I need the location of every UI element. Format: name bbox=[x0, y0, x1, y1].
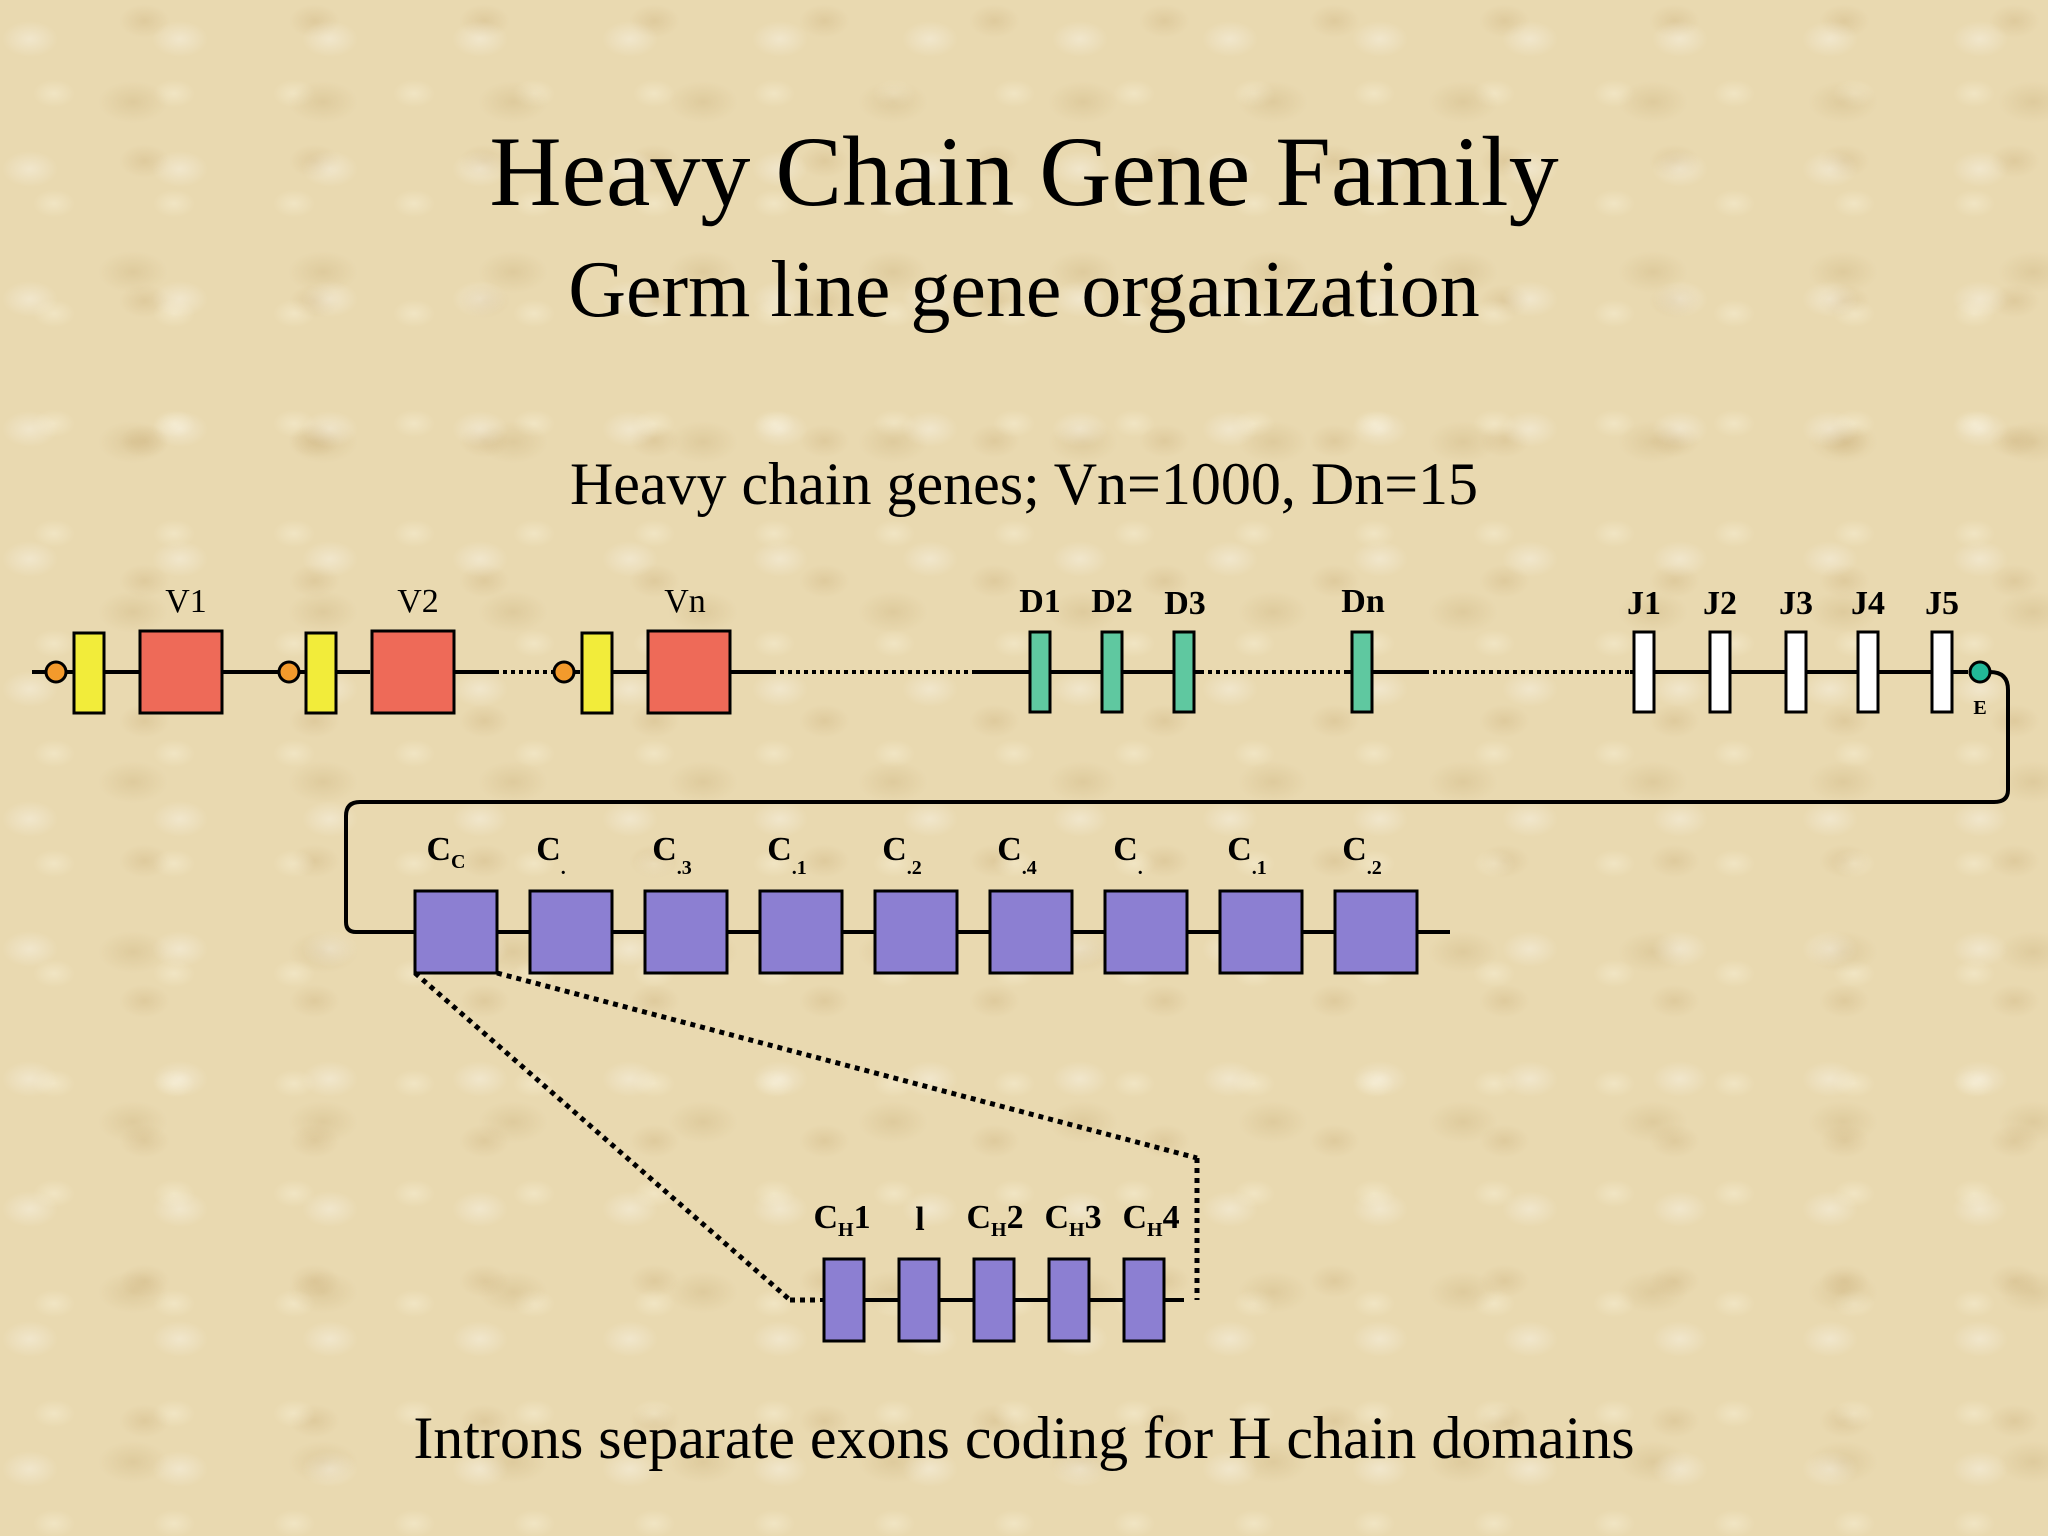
c-gene-exon bbox=[1333, 889, 1419, 975]
j-exon bbox=[1708, 630, 1732, 714]
c-gene-label: C. bbox=[536, 831, 566, 879]
slide-subtitle: Germ line gene organization bbox=[568, 246, 1480, 334]
domain-label: l bbox=[915, 1201, 924, 1238]
j-segment-label: J5 bbox=[1925, 585, 1959, 622]
j-exon bbox=[1856, 630, 1880, 714]
c-gene-label: C.2 bbox=[1342, 831, 1382, 879]
v-exon bbox=[370, 629, 456, 715]
genes-heading: Heavy chain genes; Vn=1000, Dn=15 bbox=[569, 451, 1479, 517]
d-segment-label: D1 bbox=[1019, 583, 1061, 620]
leader-exon bbox=[304, 631, 338, 715]
footer-caption: Introns separate exons coding for H chai… bbox=[413, 1405, 1635, 1471]
domain-exon bbox=[897, 1257, 941, 1343]
c-gene-exon bbox=[758, 889, 844, 975]
promoter-icon bbox=[277, 660, 301, 684]
promoter-icon bbox=[44, 660, 68, 684]
j-exon bbox=[1930, 630, 1954, 714]
d-segment-label: D3 bbox=[1164, 585, 1206, 622]
c-gene-exon bbox=[1218, 889, 1304, 975]
leader-exon bbox=[580, 631, 614, 715]
d-exon bbox=[1350, 630, 1374, 714]
j-exon bbox=[1784, 630, 1808, 714]
j-exon bbox=[1632, 630, 1656, 714]
c-gene-label: CC bbox=[426, 831, 465, 873]
c-gene-exon bbox=[528, 889, 614, 975]
d-exon bbox=[1172, 630, 1196, 714]
v-segment-label: Vn bbox=[664, 583, 706, 620]
v-exon bbox=[138, 629, 224, 715]
v-exon bbox=[646, 629, 732, 715]
domain-exon bbox=[1122, 1257, 1166, 1343]
c-gene-label: C.3 bbox=[652, 831, 692, 879]
d-exon bbox=[1028, 630, 1052, 714]
promoter-icon bbox=[552, 660, 576, 684]
c-gene-label: C.1 bbox=[767, 831, 807, 879]
j-segment-label: J4 bbox=[1851, 585, 1885, 622]
d-segment-label: D2 bbox=[1091, 583, 1133, 620]
domain-exon bbox=[972, 1257, 1016, 1343]
slide-title: Heavy Chain Gene Family bbox=[489, 116, 1559, 227]
d-segment-label: Dn bbox=[1341, 583, 1385, 620]
connector-line bbox=[344, 670, 2010, 934]
zoom-indicator bbox=[413, 970, 1200, 1303]
j-segment-label: J1 bbox=[1627, 585, 1661, 622]
domain-label: CH3 bbox=[1044, 1199, 1101, 1241]
c-gene-exon bbox=[643, 889, 729, 975]
domain-label: CH1 bbox=[813, 1199, 870, 1241]
domain-exon bbox=[1047, 1257, 1091, 1343]
c-gene-label: C.2 bbox=[882, 831, 922, 879]
v-segment-label: V2 bbox=[397, 583, 439, 620]
c-gene-exon bbox=[413, 889, 499, 975]
c-gene-exon bbox=[1103, 889, 1189, 975]
enhancer-label: E bbox=[1973, 697, 1986, 719]
leader-exon bbox=[72, 631, 106, 715]
c-gene-exon bbox=[988, 889, 1074, 975]
enhancer-icon bbox=[1968, 660, 1992, 684]
v-segment-label: V1 bbox=[165, 583, 207, 620]
domain-label: CH2 bbox=[966, 1199, 1023, 1241]
c-gene-exon bbox=[873, 889, 959, 975]
j-segment-label: J2 bbox=[1703, 585, 1737, 622]
domain-label: CH4 bbox=[1122, 1199, 1179, 1241]
domain-exon bbox=[822, 1257, 866, 1343]
c-gene-label: C. bbox=[1113, 831, 1143, 879]
j-segment-label: J3 bbox=[1779, 585, 1813, 622]
d-exon bbox=[1100, 630, 1124, 714]
c-gene-label: C.4 bbox=[997, 831, 1037, 879]
c-gene-label: C.1 bbox=[1227, 831, 1267, 879]
